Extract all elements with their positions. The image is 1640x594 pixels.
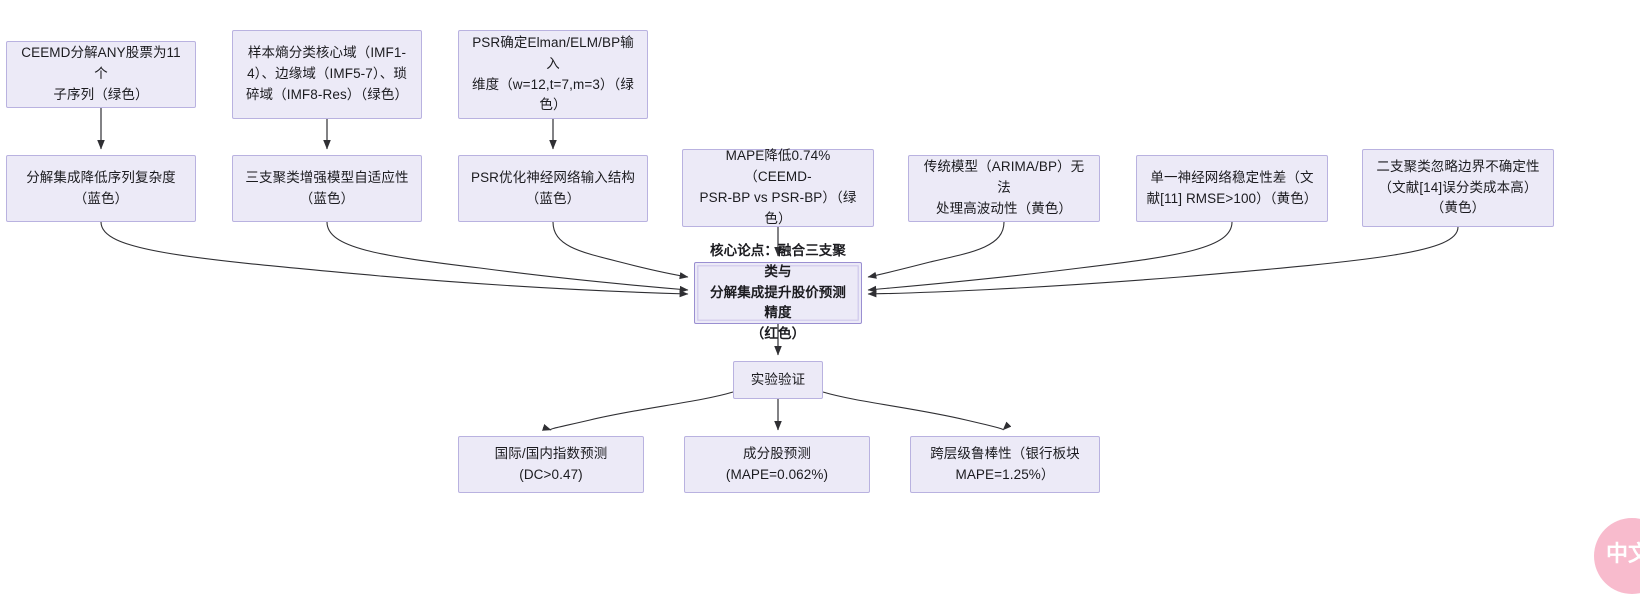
node-cross-level-robust[interactable]: 跨层级鲁棒性（银行板块 MAPE=1.25%） (910, 436, 1100, 493)
diagram-canvas: CEEMD分解ANY股票为11个 子序列（绿色） 样本熵分类核心域（IMF1- … (6, 30, 1640, 594)
node-three-way-adapt-label: 三支聚类增强模型自适应性 （蓝色） (245, 169, 409, 206)
node-index-forecast[interactable]: 国际/国内指数预测 (DC>0.47) (458, 436, 644, 493)
node-traditional-model-label: 传统模型（ARIMA/BP）无法 处理高波动性（黄色） (923, 159, 1085, 216)
node-psr-input-dim-label: PSR确定Elman/ELM/BP输入 维度（w=12,t=7,m=3）（绿 色… (472, 34, 634, 113)
node-two-way-cluster-label: 二支聚类忽略边界不确定性 （文献[14]误分类成本高） （黄色） (1376, 158, 1540, 216)
edge-singlenn-to-core (867, 221, 1233, 293)
node-single-nn[interactable]: 单一神经网络稳定性差（文 献[11] RMSE>100）（黄色） (1136, 155, 1328, 222)
node-ceemd-label: CEEMD分解ANY股票为11个 子序列（绿色） (21, 45, 181, 102)
node-core-claim[interactable]: 核心论点：融合三支聚类与 分解集成提升股价预测精度 （红色） (694, 243, 862, 341)
node-psr-input-dim[interactable]: PSR确定Elman/ELM/BP输入 维度（w=12,t=7,m=3）（绿 色… (458, 30, 648, 119)
node-index-forecast-label: 国际/国内指数预测 (DC>0.47) (494, 445, 608, 482)
watermark-badge: 中文 (1594, 518, 1640, 594)
node-mape-drop-label: MAPE降低0.74%（CEEMD- PSR-BP vs PSR-BP）（绿 色… (699, 148, 857, 226)
edge-twowaycluster-to-core (867, 226, 1459, 298)
edge-experiment-to-index (541, 391, 734, 431)
edge-decomp-to-core (100, 221, 689, 298)
node-psr-optimize[interactable]: PSR优化神经网络输入结构 （蓝色） (458, 155, 648, 222)
node-sample-entropy[interactable]: 样本熵分类核心域（IMF1- 4）、边缘域（IMF5-7）、琐 碎域（IMF8-… (232, 30, 422, 119)
node-single-nn-label: 单一神经网络稳定性差（文 献[11] RMSE>100）（黄色） (1146, 169, 1318, 206)
node-two-way-cluster[interactable]: 二支聚类忽略边界不确定性 （文献[14]误分类成本高） （黄色） (1362, 149, 1554, 227)
node-three-way-adapt[interactable]: 三支聚类增强模型自适应性 （蓝色） (232, 155, 422, 222)
node-core-claim-label: 核心论点：融合三支聚类与 分解集成提升股价预测精度 （红色） (710, 242, 846, 342)
node-sample-entropy-label: 样本熵分类核心域（IMF1- 4）、边缘域（IMF5-7）、琐 碎域（IMF8-… (245, 45, 409, 102)
node-constituent-forecast[interactable]: 成分股预测 (MAPE=0.062%) (684, 436, 870, 493)
node-constituent-forecast-label: 成分股预测 (MAPE=0.062%) (725, 445, 829, 482)
node-psr-optimize-label: PSR优化神经网络输入结构 （蓝色） (470, 169, 636, 206)
node-decomp-complexity[interactable]: 分解集成降低序列复杂度 （蓝色） (6, 155, 196, 222)
node-ceemd[interactable]: CEEMD分解ANY股票为11个 子序列（绿色） (6, 41, 196, 108)
node-experiment[interactable]: 实验验证 (733, 361, 823, 399)
node-experiment-label: 实验验证 (750, 371, 806, 387)
watermark-text: 中文 (1605, 541, 1640, 567)
node-traditional-model[interactable]: 传统模型（ARIMA/BP）无法 处理高波动性（黄色） (908, 155, 1100, 222)
edge-psropt-to-core (552, 221, 689, 280)
edge-traditional-to-core (867, 221, 1005, 279)
node-cross-level-robust-label: 跨层级鲁棒性（银行板块 MAPE=1.25%） (930, 445, 1080, 482)
edge-experiment-to-robust (822, 391, 1012, 431)
node-mape-drop[interactable]: MAPE降低0.74%（CEEMD- PSR-BP vs PSR-BP）（绿 色… (682, 148, 874, 227)
node-decomp-complexity-label: 分解集成降低序列复杂度 （蓝色） (26, 169, 176, 206)
edge-threeway-to-core (326, 221, 689, 293)
